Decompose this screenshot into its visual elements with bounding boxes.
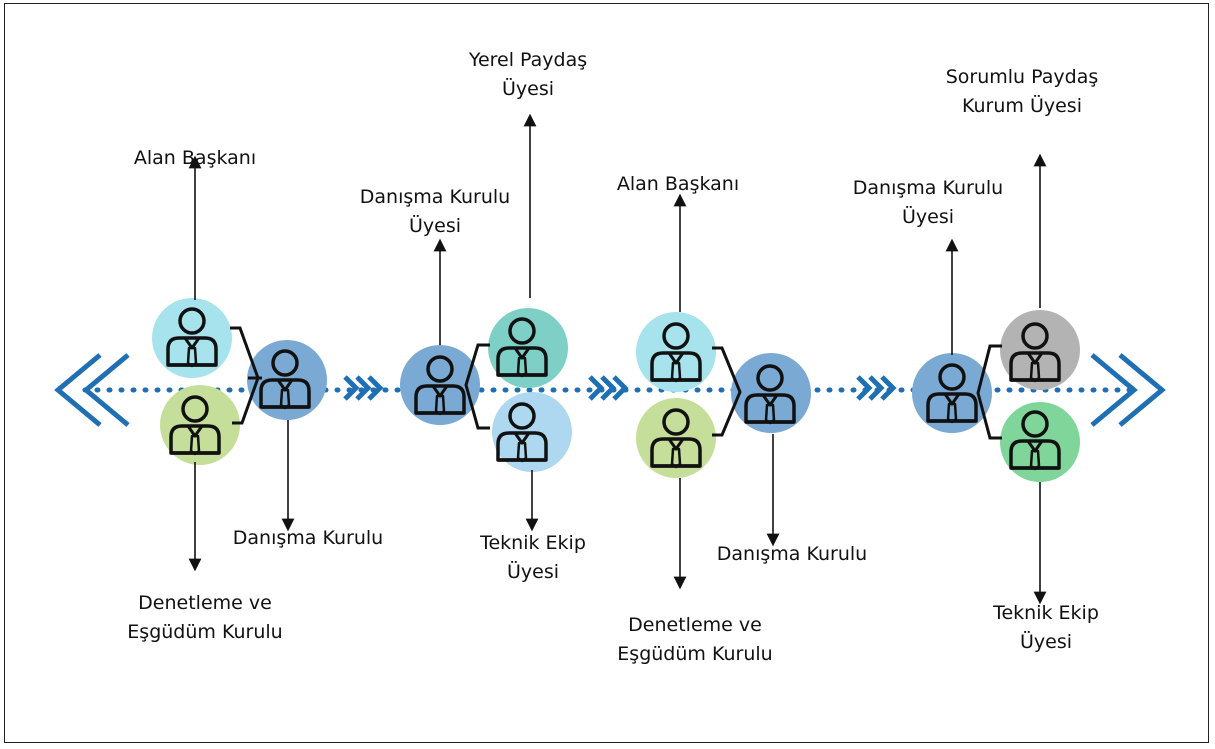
person-circle-blue — [731, 353, 811, 433]
label-danisma-uyesi-4: Danışma Kurulu Üyesi — [852, 177, 1004, 228]
group-1 — [152, 155, 327, 572]
group-2 — [400, 113, 572, 532]
group-3 — [636, 193, 811, 590]
label-danisma-uyesi-2: Danışma Kurulu Üyesi — [359, 186, 511, 237]
chevron-right-double-icon — [1090, 353, 1166, 427]
label-sorumlu-paydas: Sorumlu Paydaş Kurum Üyesi — [945, 66, 1099, 117]
triple-chevron-right-icon — [343, 375, 384, 401]
triple-chevron-right-icon — [588, 375, 629, 401]
label-denetleme-1: Denetleme ve Eşgüdüm Kurulu — [127, 592, 283, 643]
group-4 — [912, 153, 1080, 605]
label-denetleme-3: Denetleme ve Eşgüdüm Kurulu — [617, 614, 773, 665]
label-alan-baskani-3: Alan Başkanı — [616, 173, 740, 195]
label-danisma-kurulu-3: Danışma Kurulu — [716, 543, 868, 565]
label-teknik-ekip-2: Teknik Ekip Üyesi — [480, 532, 586, 583]
chevron-left-double-icon — [54, 353, 130, 427]
label-danisma-kurulu-1: Danışma Kurulu — [232, 527, 384, 549]
triple-chevron-right-icon — [856, 375, 897, 401]
label-teknik-ekip-4: Teknik Ekip Üyesi — [993, 602, 1099, 653]
label-yerel-paydas: Yerel Paydaş Üyesi — [468, 49, 588, 100]
label-alan-baskani-1: Alan Başkanı — [133, 147, 257, 169]
